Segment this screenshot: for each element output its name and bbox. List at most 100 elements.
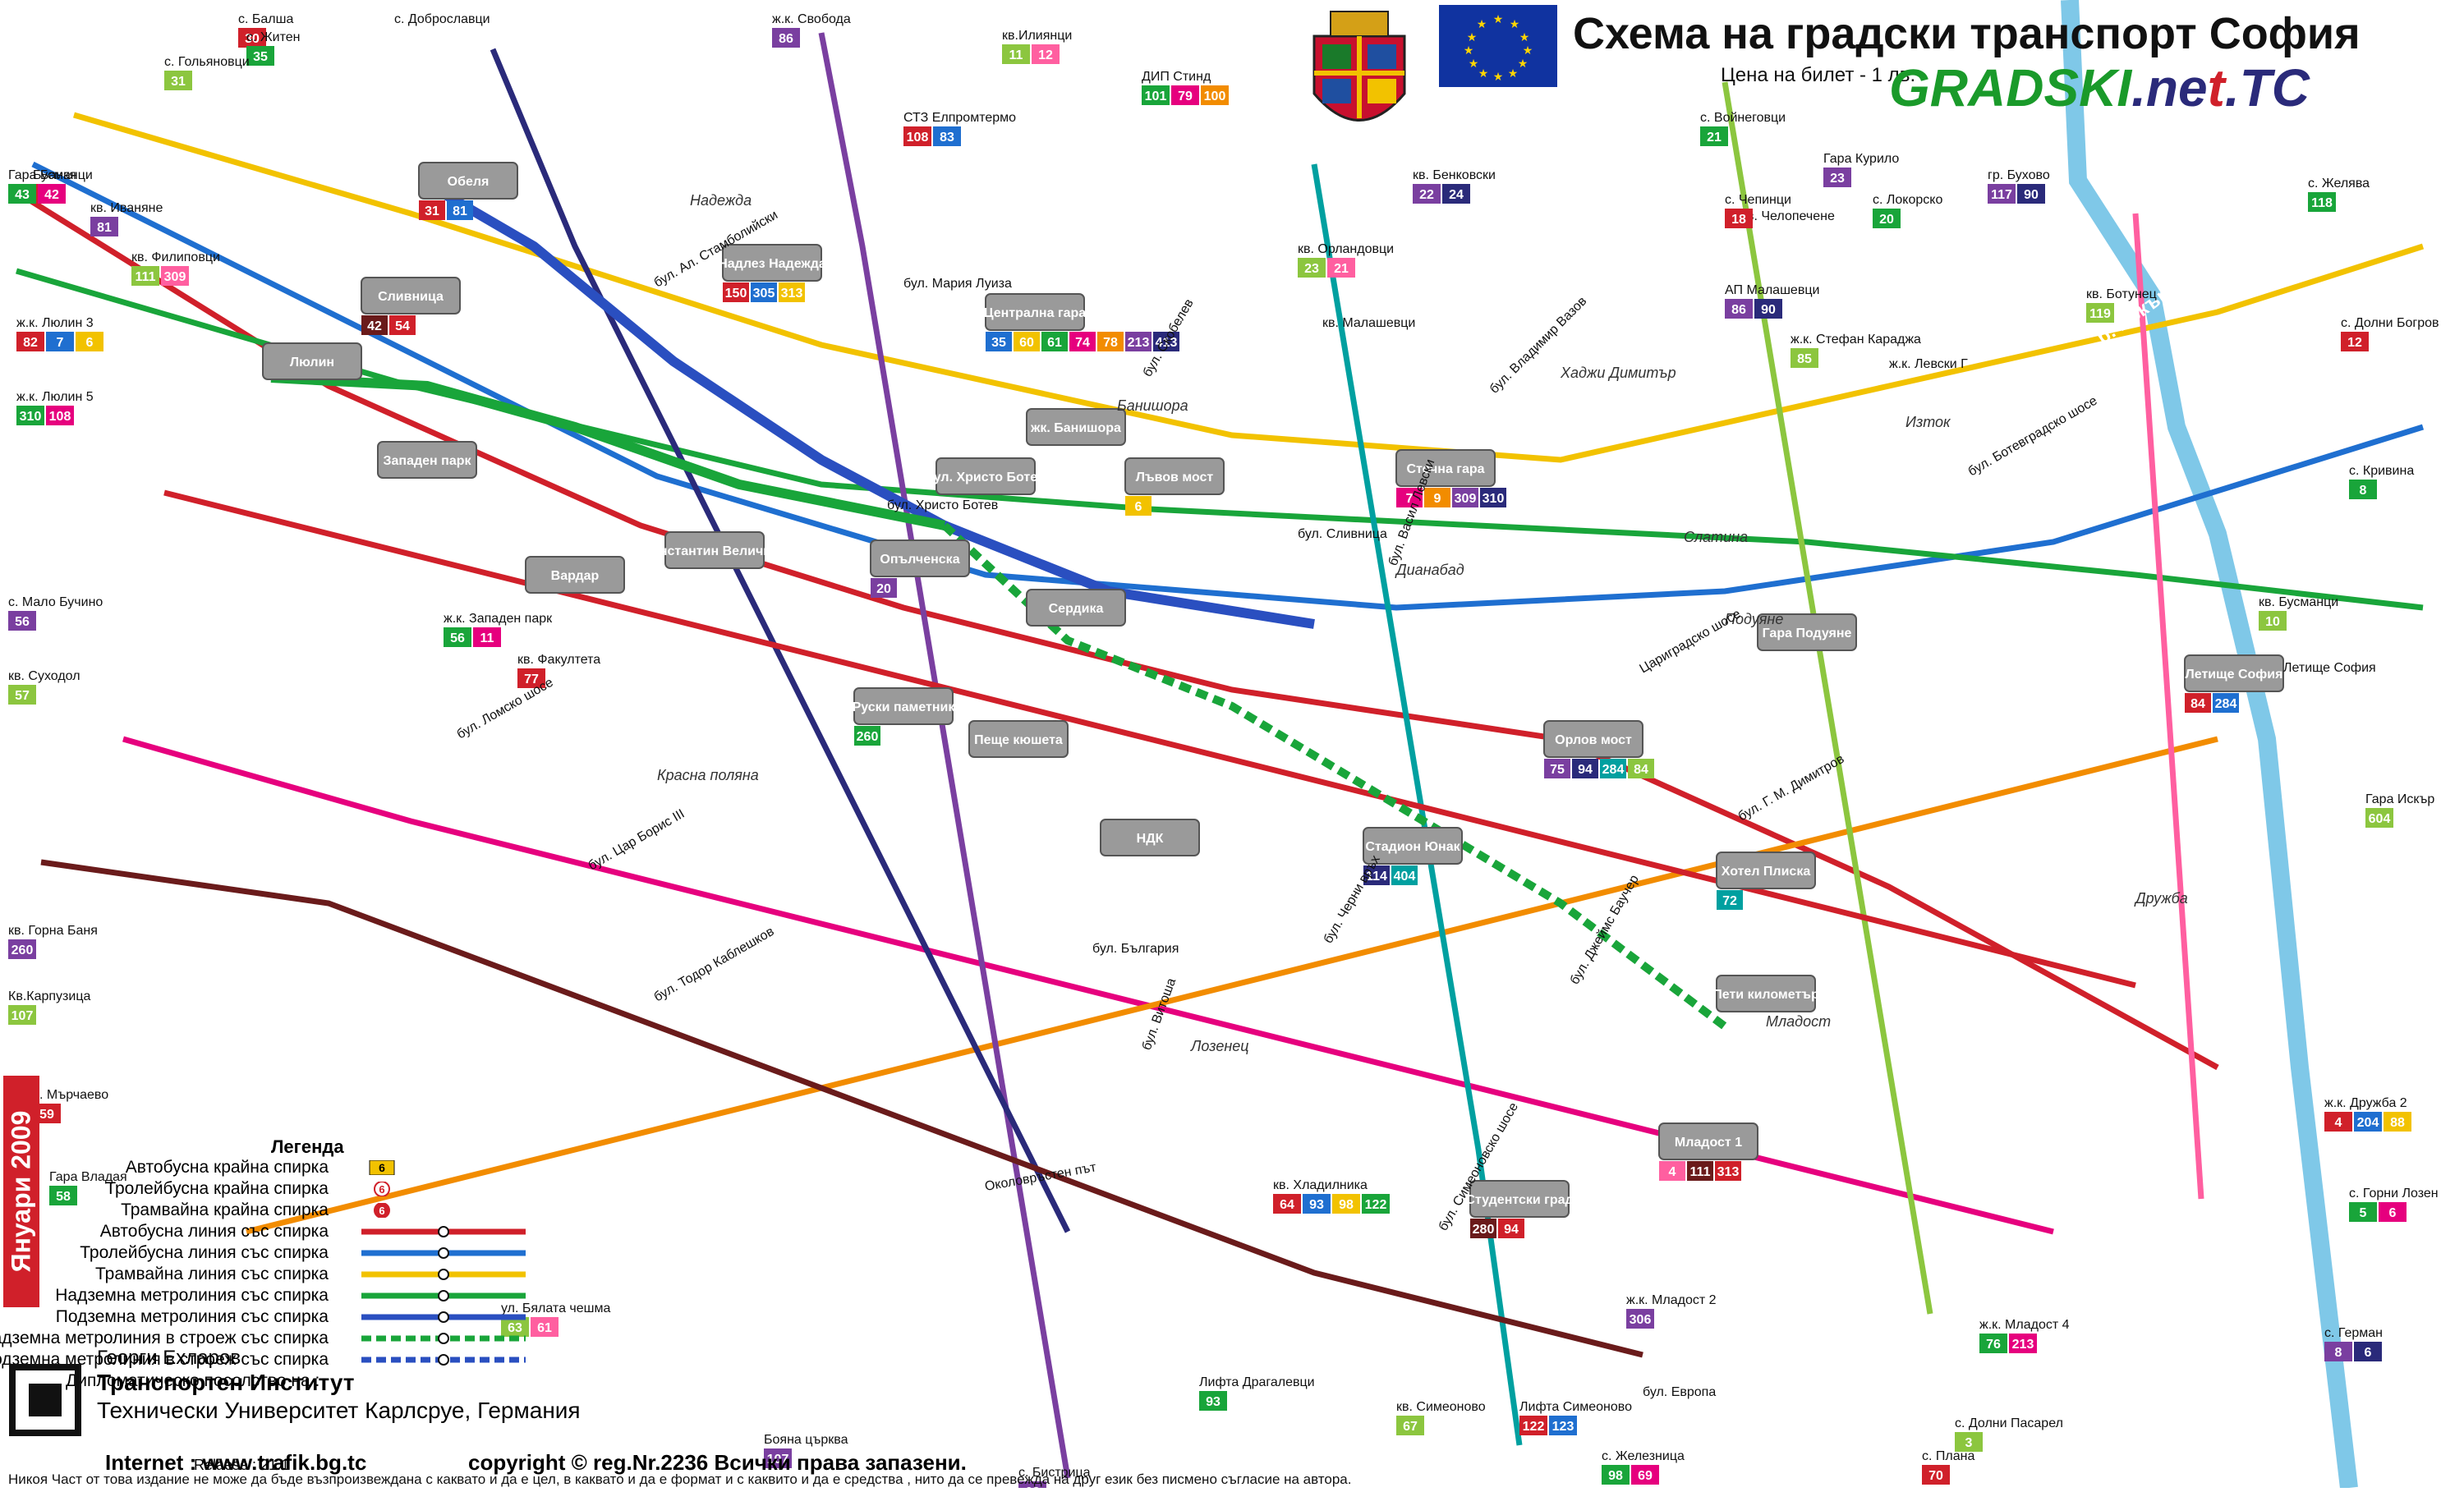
metro-under-construction-icon [361,1354,526,1366]
station-4[interactable]: жк. Банишора [1026,408,1126,446]
road-label: бул. Ботевградско шосе [1966,393,2100,479]
station-name: Сердика [1049,602,1104,616]
line-number: 150 [725,287,747,301]
station-7[interactable]: Константин Величков [643,531,786,569]
station-14[interactable]: НДК [1100,819,1200,856]
internet-link[interactable]: Internet : www.trafik.bg.tc [105,1450,367,1475]
line-number: 10 [2265,615,2280,629]
station-name: Опълченска [880,553,959,567]
station-8[interactable]: Вардар [525,556,625,594]
terminal-2[interactable]: с. Доброславци [394,12,490,26]
terminal-38[interactable]: Летище София [2283,661,2376,675]
terminal-name: Летище София [2283,661,2376,675]
station-13[interactable]: Пеще кюшета [968,720,1069,758]
district-label: Хаджи Димитър [1560,365,1676,381]
station-17[interactable]: Гара Подуяне [1757,613,1857,651]
terminal-name: Бояна църква [764,1433,848,1447]
station-21[interactable]: Пети километър [1712,975,1819,1012]
line-number: 108 [49,410,71,424]
line-number: 24 [1449,188,1464,202]
station-9[interactable]: Западен парк [377,441,477,479]
line-number: 72 [1722,894,1737,908]
station-5[interactable]: Сердика [1026,589,1126,627]
terminal-27[interactable]: кв. Челопечене [1741,209,1835,223]
svg-text:6: 6 [379,1183,384,1196]
line-number: 111 [1690,1165,1711,1179]
terminal-32[interactable]: ж.к. Левски Г [1889,357,1968,371]
map-title: Схема на градски транспорт София [1573,9,2361,58]
station-3[interactable]: бул. Христо Ботев [926,457,1046,495]
line-number: 12 [2347,336,2362,350]
station-10[interactable]: Люлин [262,342,362,380]
legend-diplomatic: Дипломатическо посолство на : [66,1371,320,1390]
logo-part-1: GRADSKI [1889,58,2132,117]
terminal-24[interactable]: кв. Малашевци [1322,316,1415,330]
terminal-name: ж.к. Западен парк [444,612,553,626]
